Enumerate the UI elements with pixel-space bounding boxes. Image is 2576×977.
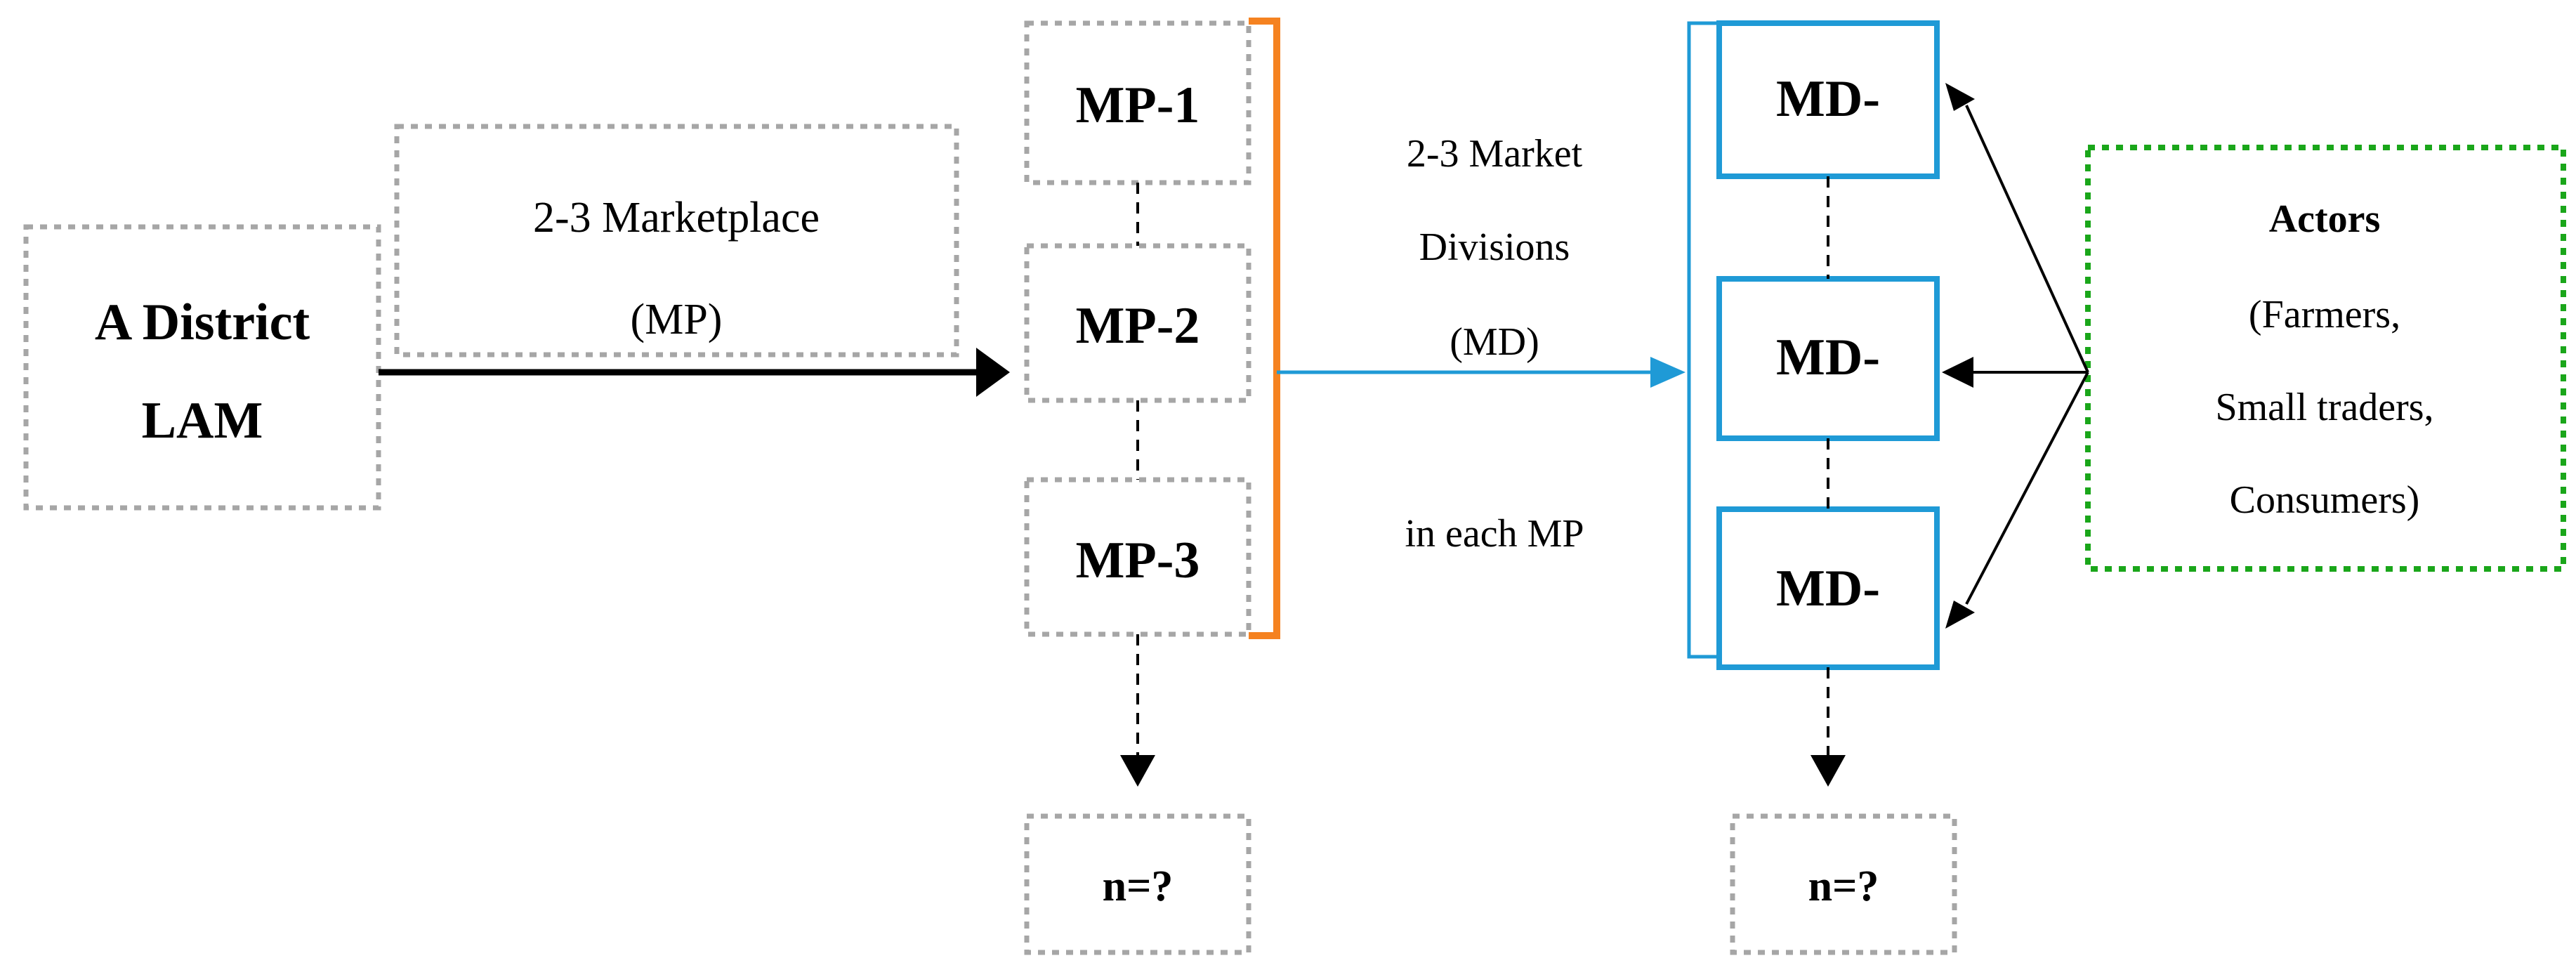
mp-to-md-arrowhead: [1650, 357, 1685, 388]
mp-group-bracket: [1249, 18, 1280, 639]
actors-to-md3-arrowhead: [1945, 601, 1975, 629]
md3-node: MD-: [1716, 506, 1940, 670]
actors-box: [2085, 145, 2566, 572]
mp1-label: MP-1: [1076, 77, 1200, 134]
marketplace-label-box: [394, 124, 959, 358]
md-label-line1: 2-3 Market: [1407, 132, 1583, 176]
md1-node: MD-: [1716, 20, 1940, 179]
md2-label: MD-: [1776, 329, 1880, 386]
md-group-bracket: [1687, 21, 1719, 659]
actors-to-md1-line: [1965, 105, 2089, 373]
actors-line2: Small traders,: [2215, 386, 2433, 429]
mp2-node: MP-2: [1024, 243, 1251, 403]
mp2-label: MP-2: [1076, 297, 1200, 355]
mp3-node: MP-3: [1024, 477, 1251, 637]
md-more-label: n=?: [1808, 863, 1879, 910]
actors-title: Actors: [2269, 197, 2381, 241]
md-label-line4: in each MP: [1405, 512, 1584, 556]
mp-more-node: n=?: [1024, 813, 1251, 955]
marketplace-label-node: 2-3 Marketplace (MP): [394, 124, 959, 358]
district-line2: LAM: [142, 392, 263, 450]
md-label-line2: Divisions: [1419, 225, 1570, 269]
md-more-arrowhead: [1811, 755, 1846, 787]
md1-box: [1716, 20, 1940, 179]
md-more-box: [1730, 813, 1957, 955]
mp1-box: [1024, 20, 1251, 185]
actors-to-md1-arrowhead: [1945, 83, 1975, 111]
actors-to-md2-arrowhead: [1942, 357, 1973, 388]
md-more-node: n=?: [1730, 813, 1957, 955]
mp-more-arrowhead: [1120, 755, 1155, 787]
district-to-mp-arrowhead: [976, 348, 1010, 397]
marketplace-label-line2: (MP): [631, 296, 723, 343]
md-label-line3: (MD): [1450, 320, 1539, 364]
actors-to-md3-line: [1965, 372, 2089, 605]
district-line1: A District: [95, 294, 310, 351]
mp3-label: MP-3: [1076, 532, 1200, 589]
actors-line1: (Farmers,: [2249, 293, 2400, 336]
md3-box: [1716, 506, 1940, 670]
md3-label: MD-: [1776, 560, 1880, 617]
mp1-node: MP-1: [1024, 20, 1251, 185]
marketplace-label-line1: 2-3 Marketplace: [533, 194, 820, 242]
district-node: A District LAM: [23, 224, 381, 511]
actors-node: Actors (Farmers, Small traders, Consumer…: [2085, 145, 2566, 572]
md1-label: MD-: [1776, 70, 1880, 128]
md-label-group: 2-3 Market Divisions (MD) in each MP: [1405, 132, 1584, 556]
mp2-box: [1024, 243, 1251, 403]
mp-more-label: n=?: [1103, 863, 1174, 910]
mp3-box: [1024, 477, 1251, 637]
mp-more-box: [1024, 813, 1251, 955]
actors-line3: Consumers): [2230, 478, 2420, 522]
md2-node: MD-: [1716, 276, 1940, 441]
district-box: [23, 224, 381, 511]
